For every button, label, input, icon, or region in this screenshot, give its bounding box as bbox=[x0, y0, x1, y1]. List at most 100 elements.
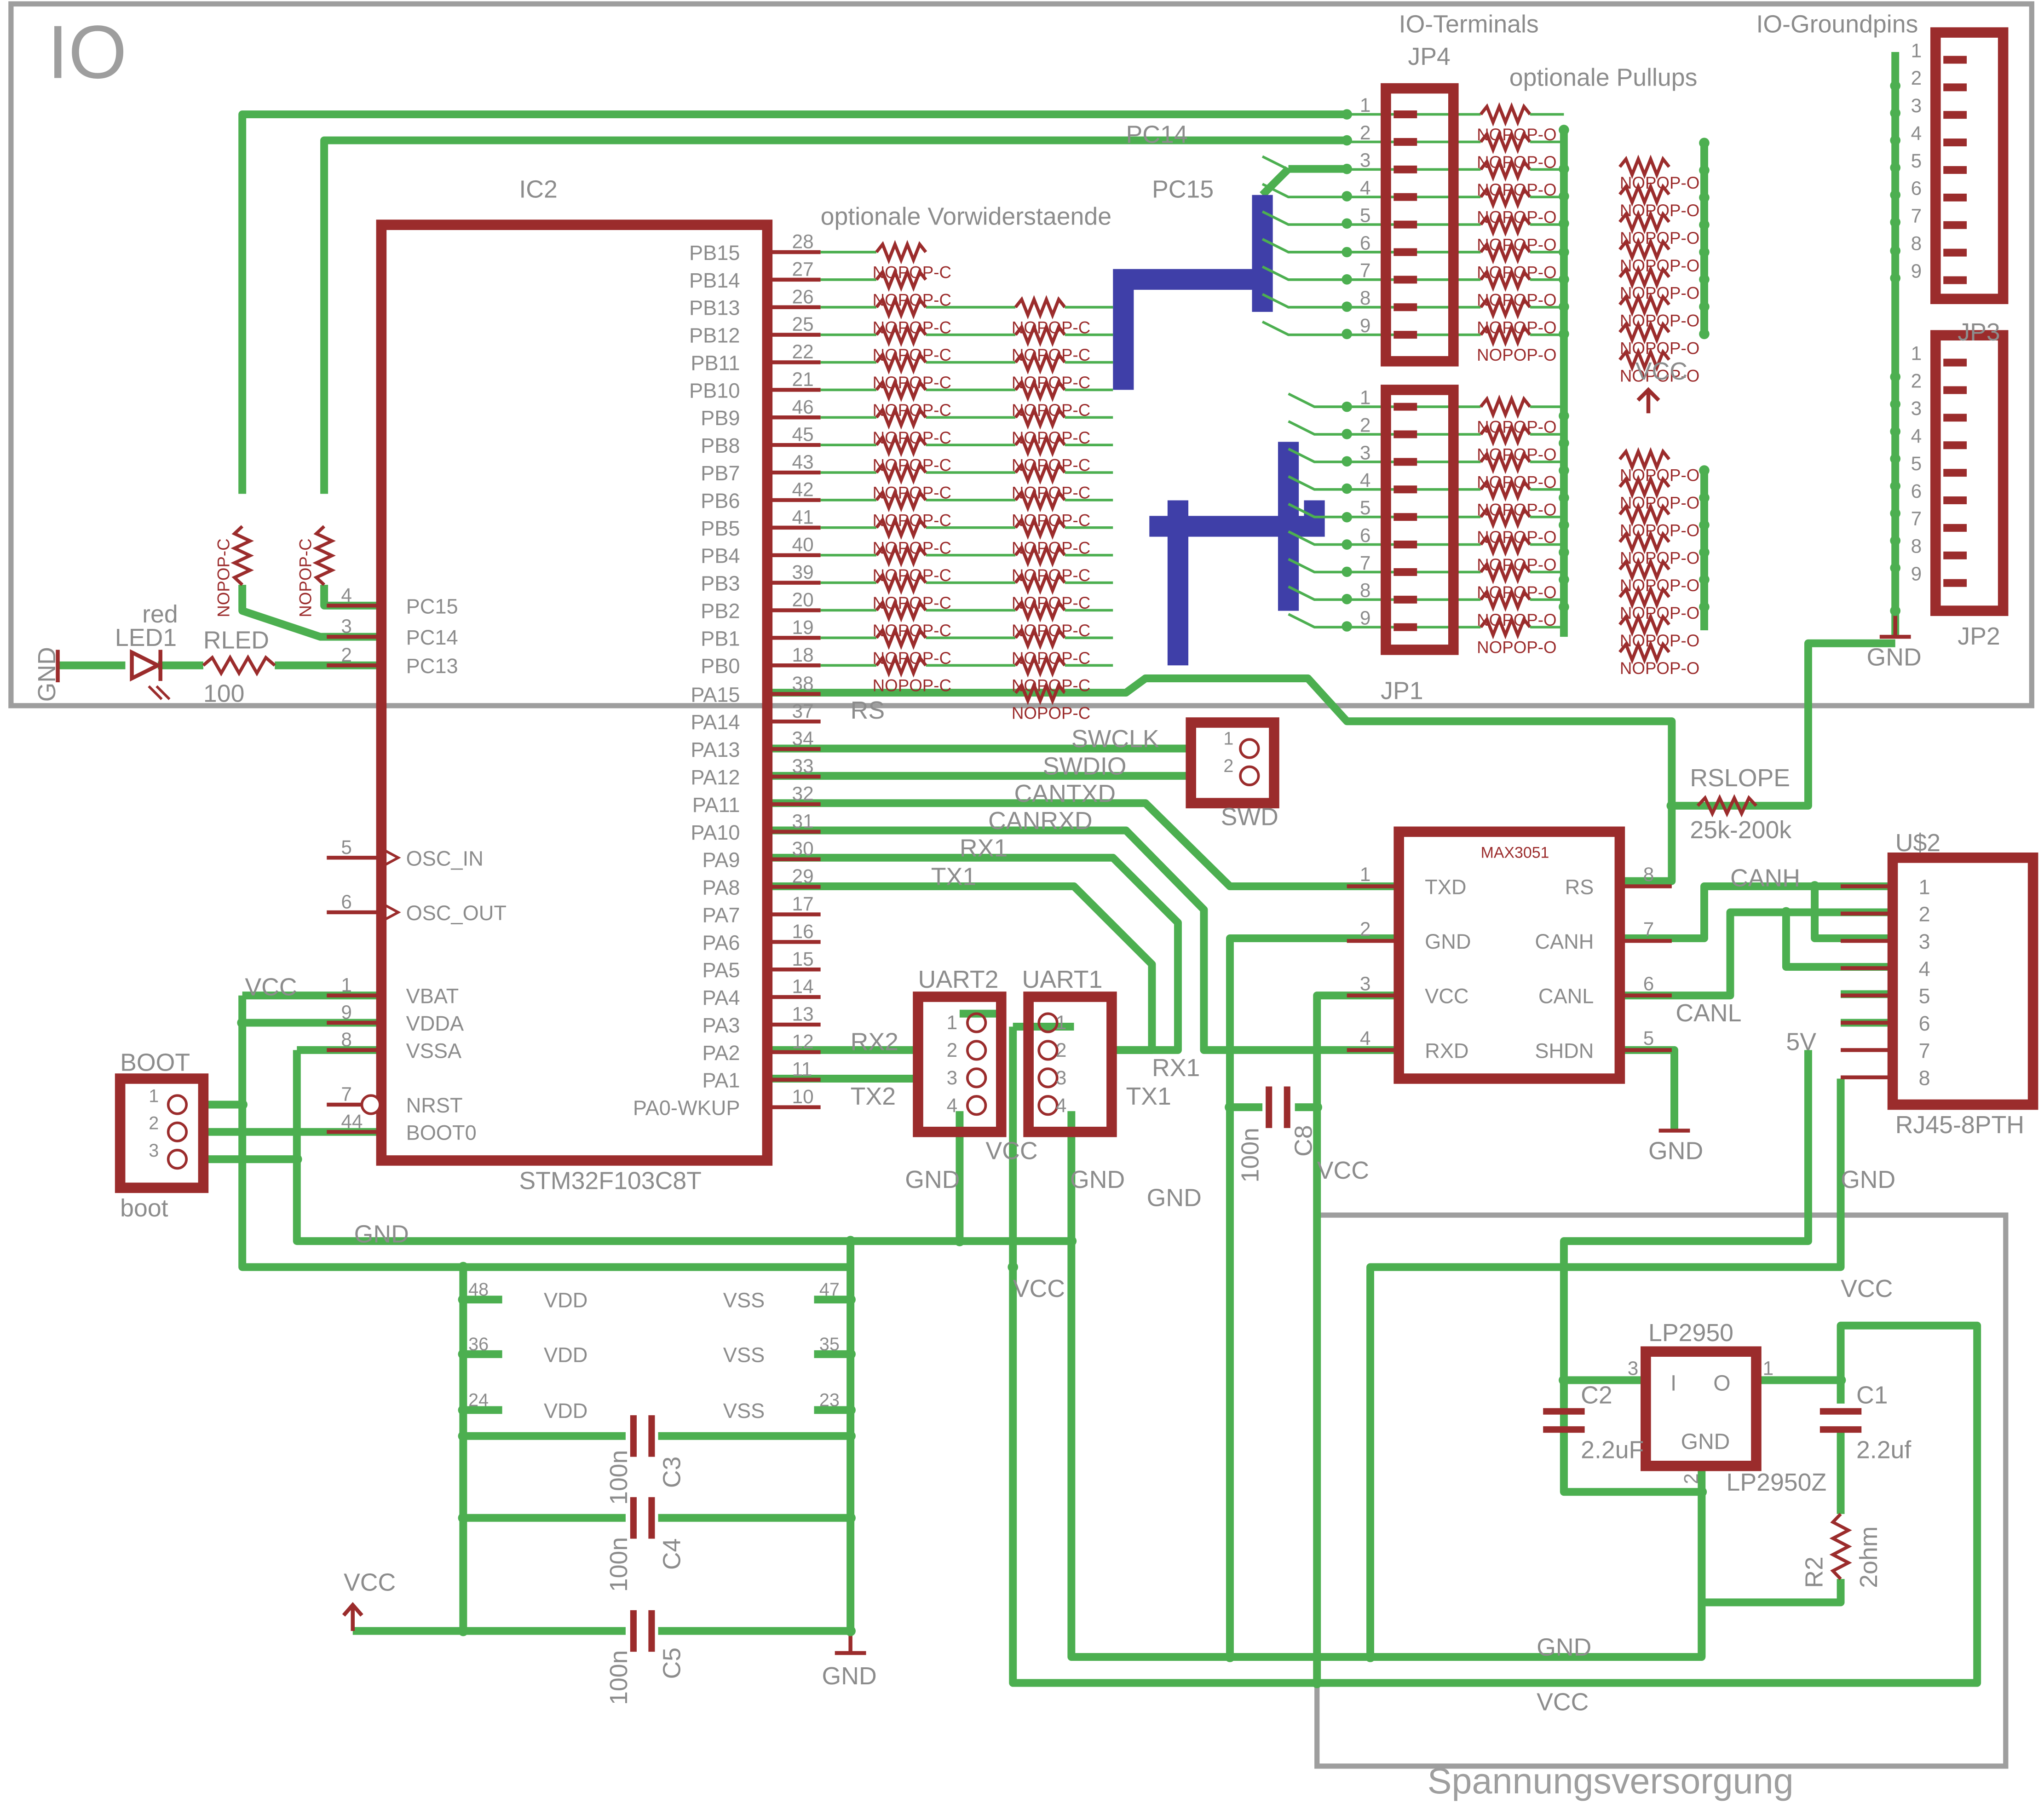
header-pin-number: 8 bbox=[1360, 287, 1371, 309]
label-pc15-net: PC15 bbox=[1152, 175, 1214, 203]
rj45-body bbox=[1887, 853, 2038, 1110]
mcu-pin-label: PB5 bbox=[701, 517, 740, 540]
max3051-pin-label: CANH bbox=[1535, 930, 1594, 953]
net-rx2: RX2 bbox=[851, 1028, 898, 1055]
nopop-resistor-arrays: NOPOP-CNOPOP-CNOPOP-CNOPOP-CNOPOP-CNOPOP… bbox=[820, 102, 1699, 723]
mcu-pin-label: PA4 bbox=[702, 986, 740, 1009]
svg-text:1: 1 bbox=[1223, 729, 1233, 749]
net-tx1-uart: TX1 bbox=[1126, 1083, 1171, 1110]
header-pin-number: 7 bbox=[1360, 552, 1371, 574]
mcu-pin-label: NRST bbox=[406, 1094, 463, 1117]
header-pin-number: 9 bbox=[1911, 260, 1922, 282]
power-frame-title: Spannungsversorgung bbox=[1428, 1760, 1794, 1801]
mcu-name: IC2 bbox=[519, 175, 558, 203]
uart1-header bbox=[1023, 991, 1117, 1137]
rj45-value: RJ45-8PTH bbox=[1895, 1111, 2024, 1139]
c1-value: 2.2uf bbox=[1856, 1436, 1911, 1463]
mcu-pin-number: 16 bbox=[792, 921, 814, 942]
mcu-pin-number: 4 bbox=[341, 584, 352, 606]
mcu-pin-label: PA1 bbox=[702, 1069, 740, 1092]
uart-pin-number: 3 bbox=[1056, 1067, 1067, 1089]
c5-name: C5 bbox=[658, 1648, 686, 1679]
c4-value: 100n bbox=[605, 1537, 633, 1592]
header-pin-number: 4 bbox=[1911, 122, 1922, 144]
gnd-label-max: GND bbox=[1648, 1137, 1703, 1165]
resistor-value: NOPOP-O bbox=[1477, 346, 1556, 364]
max3051-pin-number: 3 bbox=[1360, 973, 1371, 994]
mcu-pin-number: 39 bbox=[792, 561, 814, 583]
pullup-value: NOPOP-O bbox=[1620, 366, 1699, 385]
vcc-symbol bbox=[1636, 387, 1660, 414]
mcu-pin-label: PA10 bbox=[691, 821, 740, 844]
bus-lines bbox=[1113, 195, 1325, 666]
uart2-name: UART2 bbox=[918, 966, 999, 993]
lp2950-pin-in: 3 bbox=[1628, 1358, 1639, 1379]
c8-value: 100n bbox=[1237, 1128, 1264, 1182]
vdd-label: VDD bbox=[544, 1343, 587, 1366]
mcu-pin-number: 25 bbox=[792, 313, 814, 335]
net-gnd-c8: GND bbox=[1147, 1184, 1202, 1211]
net-swdio: SWDIO bbox=[1043, 753, 1127, 780]
vdd-pin-number: 48 bbox=[468, 1279, 489, 1300]
mcu-pin-number: 33 bbox=[792, 755, 814, 777]
boot-name: BOOT bbox=[120, 1049, 190, 1077]
mcu-pin-label: PB13 bbox=[689, 296, 740, 320]
vss-pin-number: 35 bbox=[819, 1334, 840, 1354]
mcu-pin-number: 5 bbox=[341, 836, 352, 858]
rj45-pin-number: 5 bbox=[1919, 985, 1930, 1008]
vdd-pin-number: 36 bbox=[468, 1334, 489, 1354]
rj45-pin-number: 7 bbox=[1919, 1039, 1930, 1062]
net-vcc-reg-bottom: VCC bbox=[1537, 1688, 1589, 1716]
vcc-label-bottom: VCC bbox=[344, 1568, 396, 1596]
mcu-pin-label: VSSA bbox=[406, 1039, 462, 1062]
header-pin-number: 8 bbox=[1911, 536, 1922, 557]
header-pin-number: 6 bbox=[1911, 480, 1922, 502]
pullup-value: NOPOP-O bbox=[1620, 339, 1699, 357]
header-pin-number: 2 bbox=[1360, 414, 1371, 436]
vss-label: VSS bbox=[723, 1289, 765, 1312]
jp2-header bbox=[1930, 330, 2009, 616]
mcu-pin-label: OSC_IN bbox=[406, 847, 484, 870]
mcu-pin-number: 29 bbox=[792, 865, 814, 887]
mcu-pin-label: PA5 bbox=[702, 958, 740, 982]
net-gnd-reg: GND bbox=[1537, 1634, 1591, 1661]
mcu-pin-label: PA6 bbox=[702, 931, 740, 954]
net-vcc-bottom: VCC bbox=[1013, 1275, 1065, 1302]
header-pin-number: 4 bbox=[1360, 469, 1371, 491]
header-pin-number: 6 bbox=[1360, 524, 1371, 546]
mcu-pin-label: PB6 bbox=[701, 489, 740, 513]
boot-value: boot bbox=[120, 1194, 168, 1222]
io-frame-title: IO bbox=[47, 10, 127, 94]
mcu-pin-label: PB11 bbox=[691, 351, 740, 374]
max3051-pin-label: VCC bbox=[1425, 985, 1468, 1008]
max3051-body bbox=[1393, 826, 1625, 1084]
mcu-pin-number: 2 bbox=[341, 644, 352, 666]
gnd-label-jp: GND bbox=[1867, 643, 1922, 671]
header-pin-number: 6 bbox=[1911, 178, 1922, 199]
header-pin-number: 8 bbox=[1911, 232, 1922, 254]
net-vcc-mcu: VCC bbox=[245, 974, 297, 1001]
junction-dots bbox=[237, 81, 1901, 1688]
mcu-value: STM32F103C8T bbox=[519, 1167, 702, 1195]
swd-pin-2 bbox=[1239, 765, 1260, 786]
header-pin-number: 5 bbox=[1911, 453, 1922, 474]
net-tx2: TX2 bbox=[851, 1083, 896, 1110]
header-pin-number: 1 bbox=[1360, 94, 1371, 116]
net-canrxd: CANRXD bbox=[988, 807, 1093, 835]
mcu-pin-number: 38 bbox=[792, 673, 814, 694]
uart-pin-number: 2 bbox=[1056, 1039, 1067, 1061]
header-pin-number: 4 bbox=[1360, 177, 1371, 199]
jp2-name: JP2 bbox=[1958, 622, 2000, 650]
net-gnd-mcu: GND bbox=[354, 1220, 409, 1248]
gnd-label-led: GND bbox=[33, 647, 61, 702]
mcu-pin-label: PB12 bbox=[689, 324, 740, 347]
header-pin-number: 3 bbox=[1360, 442, 1371, 463]
uart2-header bbox=[913, 991, 1007, 1137]
mcu-pin-number: 31 bbox=[792, 810, 814, 832]
pc-resistor-value: NOPOP-C bbox=[296, 538, 315, 617]
mcu-left-pins: PC154PC143PC132OSC_IN5OSC_OUT6VBAT1VDDA9… bbox=[327, 584, 507, 1144]
mcu-pin-label: PA2 bbox=[702, 1041, 740, 1065]
